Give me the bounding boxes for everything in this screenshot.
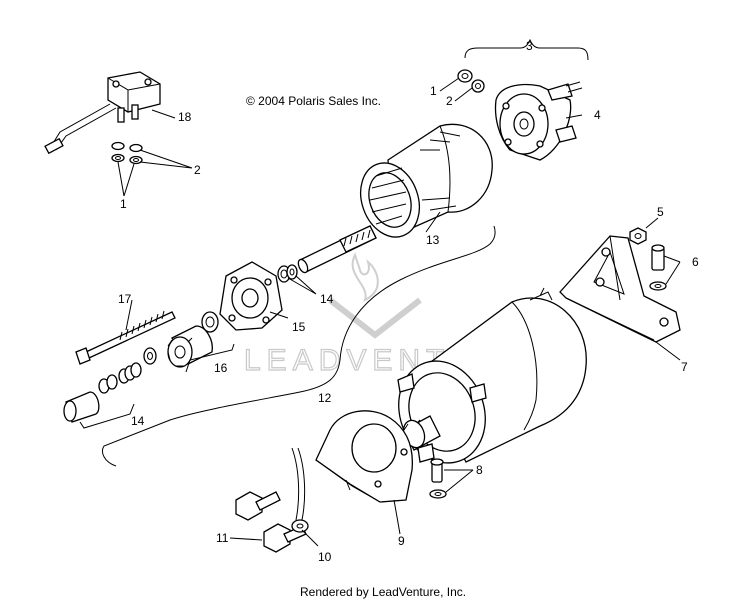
part-16-drive-pinion: [167, 325, 213, 368]
part-1-2-washers-nuts-left: [111, 141, 143, 165]
callout-12: 12: [318, 391, 332, 405]
callout-16-bracket: [185, 343, 235, 373]
callout-18: 18: [178, 110, 192, 124]
callout-6: 6: [692, 255, 699, 269]
callout-15: 15: [292, 320, 306, 334]
part-3-end-cap-assembly: [457, 38, 589, 161]
callout-13: 13: [426, 233, 440, 247]
callout-12-bracket: [102, 225, 496, 467]
callout-7: 7: [681, 360, 688, 374]
leader-lines: [117, 77, 681, 547]
callout-2-top: 2: [446, 94, 453, 108]
part-15-drive-end-plate: [201, 261, 283, 333]
part-18-solenoid: [44, 71, 161, 155]
callout-1-top: 1: [430, 84, 437, 98]
callout-14-bracket: [79, 403, 135, 429]
part-5-nut: [629, 227, 647, 245]
footer-text: Rendered by LeadVenture, Inc.: [300, 585, 466, 599]
part-11-bolts: [235, 491, 307, 553]
part-14-collar-and-retainers: [63, 347, 157, 423]
callout-14-low: 14: [131, 414, 145, 428]
callout-2-left: 2: [194, 163, 201, 177]
part-8-bolt-and-washer: [429, 458, 447, 499]
copyright-text: © 2004 Polaris Sales Inc.: [246, 94, 381, 108]
part-10-cable-lug: [291, 447, 309, 533]
part-9-rear-bracket: [315, 410, 414, 503]
part-6-bolt-and-washer: [649, 244, 667, 291]
part-14-thrust-washers: [277, 264, 298, 283]
part-17-through-bolt: [75, 310, 176, 365]
callout-labels: 1 2 3 4 18 2 1 5 6 7 8 9 10 11 12 13 14 …: [118, 39, 699, 564]
callout-9: 9: [398, 534, 405, 548]
callout-14-mid: 14: [320, 292, 334, 306]
callout-1-left: 1: [120, 197, 127, 211]
callout-5: 5: [657, 205, 664, 219]
callout-16: 16: [214, 361, 228, 375]
callout-11: 11: [216, 531, 229, 545]
callout-8: 8: [476, 463, 483, 477]
part-7-mounting-bracket: [559, 235, 681, 343]
callout-3: 3: [526, 39, 533, 53]
callout-10: 10: [318, 550, 332, 564]
callout-17: 17: [118, 292, 132, 306]
callout-4: 4: [594, 108, 601, 122]
starter-motor-body: [397, 287, 587, 464]
part-13-armature: [297, 123, 493, 274]
